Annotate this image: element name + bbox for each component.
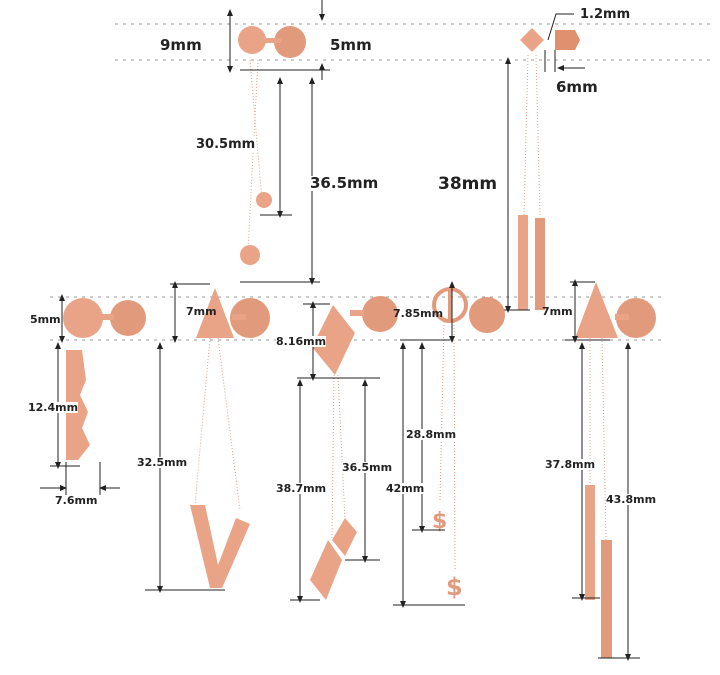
blade-earring bbox=[63, 298, 146, 460]
triangle-bar-short-label: 37.8mm bbox=[545, 458, 596, 471]
bar-thickness-label: 1.2mm bbox=[580, 7, 631, 22]
guide-lines bbox=[50, 23, 715, 341]
v-chain-length-label: 32.5mm bbox=[137, 456, 188, 469]
triangle-v-earring bbox=[190, 288, 270, 588]
peace-sign-earring: $ $ bbox=[432, 287, 505, 601]
diamond-stud-label: 8.16mm bbox=[276, 335, 327, 348]
triangle-bar-long-label: 43.8mm bbox=[606, 493, 657, 506]
flower-stud-height-label: 9mm bbox=[160, 36, 202, 54]
peace-chain-long-label: 42mm bbox=[386, 482, 425, 495]
bar-earring bbox=[518, 28, 580, 310]
diamond-chain-long-label: 38.7mm bbox=[276, 482, 327, 495]
triangle-v-stud-label: 7mm bbox=[186, 305, 217, 318]
triangle-bar-earring bbox=[575, 282, 656, 658]
svg-text:$: $ bbox=[446, 573, 463, 601]
blade-stud-label: 5mm bbox=[30, 313, 61, 326]
blade-height-label: 12.4mm bbox=[28, 401, 79, 414]
flower-chain-short-label: 30.5mm bbox=[196, 137, 256, 152]
bar-dimension-lines bbox=[500, 13, 585, 313]
diamond-chain-short-label: 36.5mm bbox=[342, 461, 393, 474]
flower-earring bbox=[238, 26, 306, 265]
triangle-bar-stud-label: 7mm bbox=[542, 305, 573, 318]
peace-dimension-lines bbox=[393, 281, 465, 608]
peace-chain-short-label: 28.8mm bbox=[406, 428, 457, 441]
flower-chain-long-label: 36.5mm bbox=[310, 174, 379, 192]
blade-width-label: 7.6mm bbox=[55, 494, 98, 507]
bar-width-label: 6mm bbox=[556, 78, 598, 96]
peace-stud-label: 7.85mm bbox=[393, 307, 444, 320]
bar-chain-length-label: 38mm bbox=[438, 174, 498, 194]
diamond-earring bbox=[310, 296, 398, 600]
svg-text:$: $ bbox=[432, 509, 447, 534]
flower-back-width-label: 5mm bbox=[330, 36, 372, 54]
